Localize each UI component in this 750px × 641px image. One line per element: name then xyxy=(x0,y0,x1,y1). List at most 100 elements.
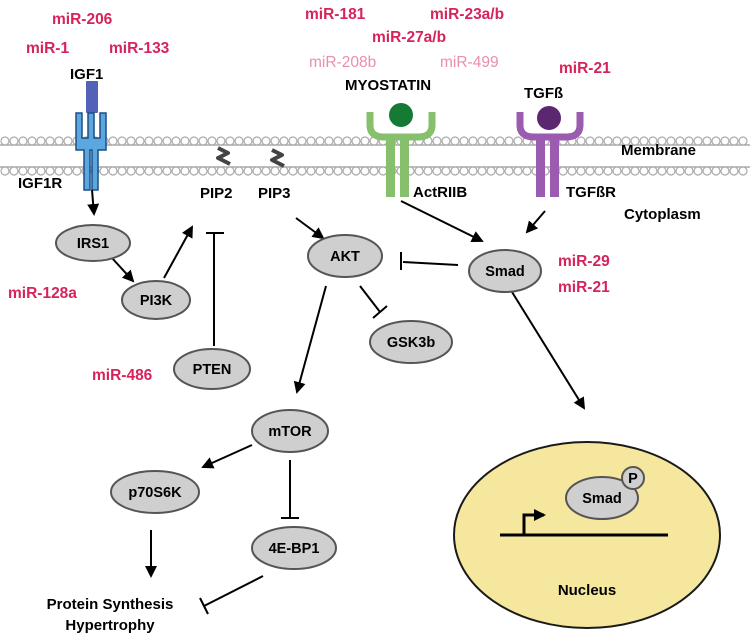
gsk3b-node xyxy=(369,320,453,364)
lipid-head xyxy=(9,166,19,176)
lipid-head xyxy=(603,136,613,146)
edge-pi3k-pip2 xyxy=(163,225,193,279)
igf1-receptor-group xyxy=(75,81,107,191)
edge-smad-akt xyxy=(402,261,459,266)
mir128a-label: miR-128a xyxy=(8,285,77,302)
4ebp1-label: 4E-BP1 xyxy=(269,541,320,557)
lipid-head xyxy=(675,166,685,176)
lipid-head xyxy=(225,136,235,146)
lipid-head xyxy=(666,166,676,176)
lipid-head xyxy=(639,166,649,176)
lipid-head xyxy=(513,136,523,146)
edge-igf1r-irs1 xyxy=(87,189,100,216)
lipid-head xyxy=(117,166,127,176)
lipid-head xyxy=(495,166,505,176)
lipid-head xyxy=(18,166,28,176)
lipid-head xyxy=(648,166,658,176)
myostatin-label: MYOSTATIN xyxy=(345,77,431,94)
pip2-label: PIP2 xyxy=(200,185,233,202)
smad-node xyxy=(468,249,542,293)
akt-label: AKT xyxy=(330,249,360,265)
nucleus-label: Nucleus xyxy=(558,582,616,599)
lipid-head xyxy=(306,166,316,176)
mtor-label: mTOR xyxy=(268,424,312,440)
lipid-head xyxy=(594,166,604,176)
mir206-label: miR-206 xyxy=(52,11,113,28)
lipid-head xyxy=(333,166,343,176)
lipid-head xyxy=(252,166,262,176)
mir21-smad-label: miR-21 xyxy=(558,279,610,296)
mirna-labels: miR-206 miR-1 miR-133 miR-181 miR-23a/b … xyxy=(8,6,611,384)
phospho-label: P xyxy=(628,471,638,487)
nucleus xyxy=(453,441,721,629)
lipid-head xyxy=(729,136,739,146)
lipid-head xyxy=(495,136,505,146)
lipid-head xyxy=(171,136,181,146)
lipid-head xyxy=(144,166,154,176)
lipid-head xyxy=(693,136,703,146)
lipid-head xyxy=(585,136,595,146)
lipid-head xyxy=(198,136,208,146)
lipid-head xyxy=(432,166,442,176)
lipid-head xyxy=(243,136,253,146)
lipid-head xyxy=(468,136,478,146)
lipid-head xyxy=(162,166,172,176)
output-label-line1: Protein Synthesis xyxy=(47,596,174,613)
lipid-head xyxy=(603,166,613,176)
nuclear-smad-node xyxy=(565,476,639,520)
lipid-head xyxy=(72,166,82,176)
pi3k-label: PI3K xyxy=(140,293,173,309)
lipid-head xyxy=(441,136,451,146)
lipid-head xyxy=(225,166,235,176)
lipid-head xyxy=(738,166,748,176)
lipid-head xyxy=(45,136,55,146)
mir208b-label: miR-208b xyxy=(309,54,376,71)
lipid-head xyxy=(666,136,676,146)
mtor-node xyxy=(251,409,329,453)
lipid-head xyxy=(504,136,514,146)
mir21-top-label: miR-21 xyxy=(559,60,611,77)
phospho-badge xyxy=(621,466,645,490)
lipid-head xyxy=(99,166,109,176)
lipid-head xyxy=(153,166,163,176)
lipid-head xyxy=(279,136,289,146)
labels: IGF1 IGF1R MYOSTATIN ActRIIB TGFß TGFßR … xyxy=(18,66,701,634)
lipid-head xyxy=(441,166,451,176)
pten-node xyxy=(173,348,251,390)
lipid-head xyxy=(306,136,316,146)
akt-node xyxy=(307,234,383,278)
mir133-label: miR-133 xyxy=(109,40,170,57)
lipid-head xyxy=(9,136,19,146)
lipid-head xyxy=(126,136,136,146)
lipid-head xyxy=(0,166,10,176)
igf1-label: IGF1 xyxy=(70,66,103,83)
lipid-head xyxy=(63,166,73,176)
lipid-head xyxy=(585,166,595,176)
lipid-head xyxy=(486,136,496,146)
lipid-head xyxy=(288,166,298,176)
lipid-head xyxy=(45,166,55,176)
lipid-head xyxy=(612,136,622,146)
lipid-head xyxy=(261,166,271,176)
lipid-head xyxy=(297,136,307,146)
igf1-ligand xyxy=(86,81,98,113)
lipid-head xyxy=(522,166,532,176)
lipid-head xyxy=(621,166,631,176)
lipid-head xyxy=(189,136,199,146)
cytoplasm-label: Cytoplasm xyxy=(624,206,701,223)
transcription-start-arrow xyxy=(522,509,546,535)
lipid-head xyxy=(54,166,64,176)
mir27ab-label: miR-27a/b xyxy=(372,29,446,46)
myostatin-ligand xyxy=(389,103,413,127)
mir1-label: miR-1 xyxy=(26,40,69,57)
lipid-head xyxy=(234,166,244,176)
lipid-head xyxy=(693,166,703,176)
lipid-head xyxy=(720,166,730,176)
lipid-head xyxy=(135,136,145,146)
lipid-head xyxy=(54,136,64,146)
lipid-head xyxy=(630,166,640,176)
lipid-head xyxy=(576,136,586,146)
lipid-head xyxy=(27,166,37,176)
lipid-head xyxy=(36,136,46,146)
lipid-head xyxy=(342,166,352,176)
